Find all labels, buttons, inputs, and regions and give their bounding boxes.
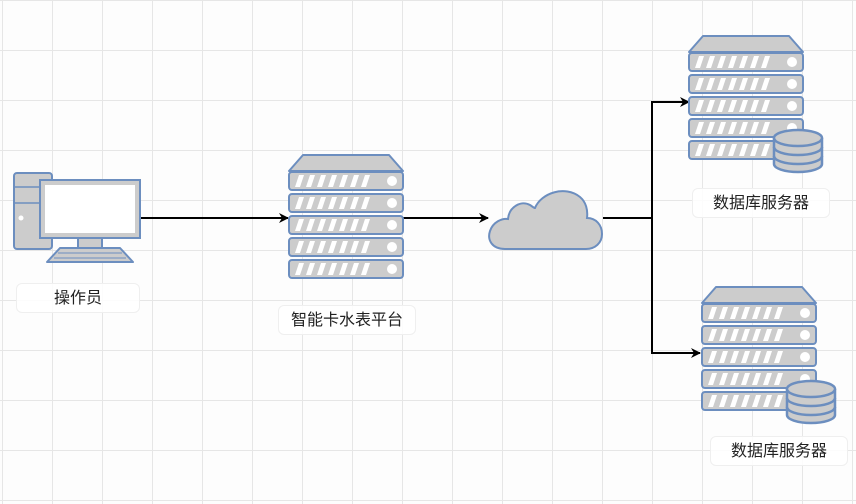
edge-network-to-db-server-2[interactable] bbox=[651, 218, 701, 358]
db-server-1-label[interactable]: 数据库服务器 bbox=[692, 188, 830, 218]
database-server-icon[interactable] bbox=[689, 36, 824, 174]
cloud-icon[interactable] bbox=[488, 190, 604, 250]
database-server-icon[interactable] bbox=[702, 287, 837, 425]
edge-network-to-db-server-1[interactable] bbox=[603, 97, 690, 219]
desktop-computer-icon[interactable] bbox=[13, 172, 141, 263]
operator-label[interactable]: 操作员 bbox=[16, 283, 140, 313]
platform-label[interactable]: 智能卡水表平台 bbox=[278, 305, 416, 335]
edges bbox=[141, 97, 701, 358]
db-server-2-label[interactable]: 数据库服务器 bbox=[710, 436, 848, 466]
server-rack-icon[interactable] bbox=[289, 155, 403, 278]
